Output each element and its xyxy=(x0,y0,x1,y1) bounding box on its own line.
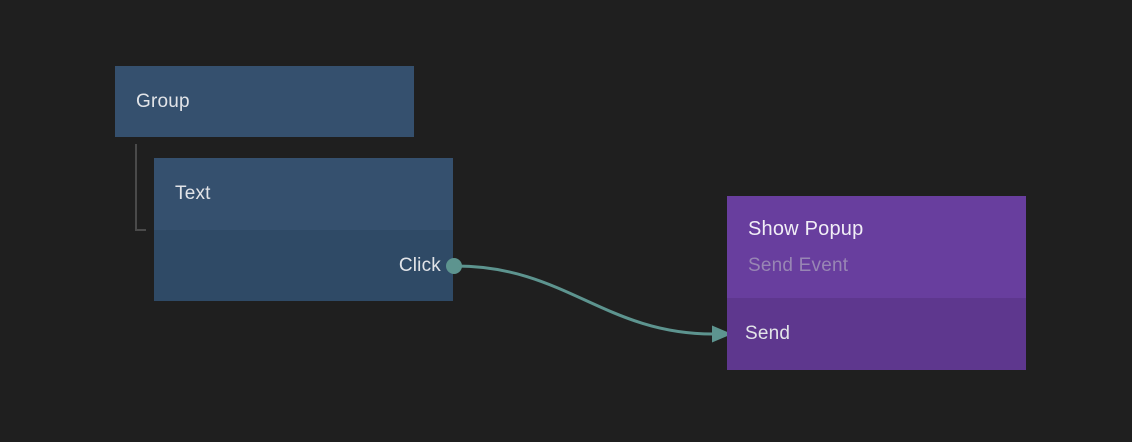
node-text-body: Click xyxy=(154,230,453,301)
connection-wire-path[interactable] xyxy=(455,264,714,336)
node-show-popup-header[interactable]: Show Popup Send Event xyxy=(727,196,1026,298)
node-text-header[interactable]: Text xyxy=(154,158,453,230)
node-text[interactable]: Text Click xyxy=(154,158,453,301)
hierarchy-connector-vertical xyxy=(135,144,137,231)
node-group[interactable]: Group xyxy=(115,66,414,137)
node-show-popup-subtitle: Send Event xyxy=(748,255,849,276)
node-show-popup[interactable]: Show Popup Send Event Send xyxy=(727,196,1026,370)
node-show-popup-body: Send xyxy=(727,298,1026,370)
node-group-header[interactable]: Group xyxy=(115,66,414,137)
click-port-dot[interactable] xyxy=(446,258,462,274)
node-text-title: Text xyxy=(175,183,211,204)
hierarchy-connector-foot xyxy=(135,229,146,231)
output-port-click-label[interactable]: Click xyxy=(398,254,441,276)
input-port-send-label[interactable]: Send xyxy=(745,323,791,344)
node-show-popup-title: Show Popup xyxy=(748,218,864,240)
node-group-title: Group xyxy=(136,90,190,112)
